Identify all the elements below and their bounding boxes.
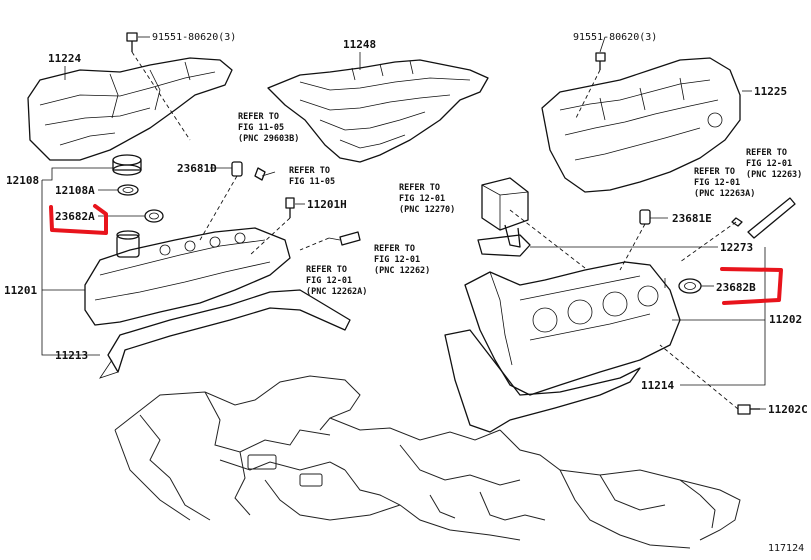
valve-cover-left <box>84 227 291 326</box>
gasket-right-outline <box>444 329 641 433</box>
ref-fig-11-05-b: REFER TO FIG 11-05 <box>289 166 335 187</box>
svg-text:FIG 12-01: FIG 12-01 <box>374 255 420 265</box>
label-gasket-left: 11213 <box>55 349 88 362</box>
label-seal-left: 23682A <box>55 210 95 223</box>
svg-text:REFER TO: REFER TO <box>238 112 279 122</box>
engine-cover-left <box>27 57 233 161</box>
valve-cover-right <box>464 261 681 396</box>
svg-text:FIG 12-01: FIG 12-01 <box>746 159 792 169</box>
label-seal-right: 23682B <box>716 281 756 294</box>
seal-right-icon <box>678 278 702 294</box>
oil-cap-icon <box>112 154 142 176</box>
label-valve-cover-right: 11202 <box>769 313 802 326</box>
svg-text:(PNC 12263A): (PNC 12263A) <box>694 189 755 199</box>
label-hose-fitting-left: 23681D <box>177 162 217 175</box>
bolt-left-icon <box>126 32 191 141</box>
label-cover-left: 11224 <box>48 52 81 65</box>
label-sensor-right: 11202C <box>768 403 808 416</box>
label-cover-middle: 11248 <box>343 38 376 51</box>
svg-text:(PNC 12263): (PNC 12263) <box>746 170 802 180</box>
svg-text:REFER TO: REFER TO <box>306 265 347 275</box>
leader-lines <box>41 36 766 410</box>
fitting-right-icon <box>619 209 651 271</box>
label-valve-cover-left: 11201 <box>4 284 37 297</box>
svg-text:FIG 11-05: FIG 11-05 <box>289 177 335 187</box>
label-bolt-left: 91551-80620(3) <box>152 32 236 43</box>
bolt-right-icon <box>574 52 606 121</box>
label-cover-right: 11225 <box>754 85 787 98</box>
leader-center <box>509 209 586 269</box>
highlight-seal-right <box>720 267 783 305</box>
svg-text:(PNC 29603B): (PNC 29603B) <box>238 134 299 144</box>
engine-block-outline <box>114 375 741 549</box>
label-cap: 12108 <box>6 174 39 187</box>
hose-clip-left-icon <box>254 167 276 181</box>
hose-right-icon <box>679 197 796 263</box>
ref-fig-11-05-a: REFER TO FIG 11-05 (PNC 29603B) <box>238 112 299 144</box>
cap-gasket-icon <box>117 184 139 196</box>
small-gasket-right-icon <box>477 234 531 257</box>
label-sensor-left: 11201H <box>307 198 347 211</box>
ref-fig-12-01-center: REFER TO FIG 12-01 (PNC 12270) <box>399 183 455 215</box>
sensor-right-icon <box>659 344 760 415</box>
seal-left-icon <box>144 209 164 223</box>
label-bolt-right: 91551-80620(3) <box>573 32 657 43</box>
highlight-seal-left <box>49 204 108 235</box>
svg-text:FIG 11-05: FIG 11-05 <box>238 123 284 133</box>
svg-text:REFER TO: REFER TO <box>289 166 330 176</box>
ref-fig-12-01-left: REFER TO FIG 12-01 (PNC 12262A) <box>306 265 367 297</box>
gasket-left-outline <box>99 289 351 379</box>
label-small-gasket-right: 12273 <box>720 241 753 254</box>
svg-text:(PNC 12270): (PNC 12270) <box>399 205 455 215</box>
svg-text:(PNC 12262): (PNC 12262) <box>374 266 430 276</box>
hose-end-left-icon <box>299 231 361 251</box>
engine-cover-right <box>541 57 741 193</box>
ref-fig-12-01-leftb: REFER TO FIG 12-01 (PNC 12262) <box>374 244 430 276</box>
engine-cover-middle <box>267 59 489 163</box>
label-cap-gasket: 12108A <box>55 184 95 197</box>
label-fitting-right: 23681E <box>672 212 712 225</box>
sensor-left-icon <box>249 197 295 256</box>
svg-text:(PNC 12262A): (PNC 12262A) <box>306 287 367 297</box>
svg-text:REFER TO: REFER TO <box>374 244 415 254</box>
svg-text:REFER TO: REFER TO <box>399 183 440 193</box>
pcv-block-icon <box>481 177 529 248</box>
hose-fitting-left-icon <box>199 161 243 241</box>
svg-text:REFER TO: REFER TO <box>746 148 787 158</box>
label-gasket-right: 11214 <box>641 379 674 392</box>
svg-text:REFER TO: REFER TO <box>694 167 735 177</box>
svg-text:FIG 12-01: FIG 12-01 <box>694 178 740 188</box>
ref-fig-12-01-right-b: REFER TO FIG 12-01 (PNC 12263) <box>746 148 802 180</box>
ref-fig-12-01-right-a: REFER TO FIG 12-01 (PNC 12263A) <box>694 167 755 199</box>
svg-text:FIG 12-01: FIG 12-01 <box>399 194 445 204</box>
figure-number: 117124 <box>768 543 804 554</box>
svg-text:FIG 12-01: FIG 12-01 <box>306 276 352 286</box>
